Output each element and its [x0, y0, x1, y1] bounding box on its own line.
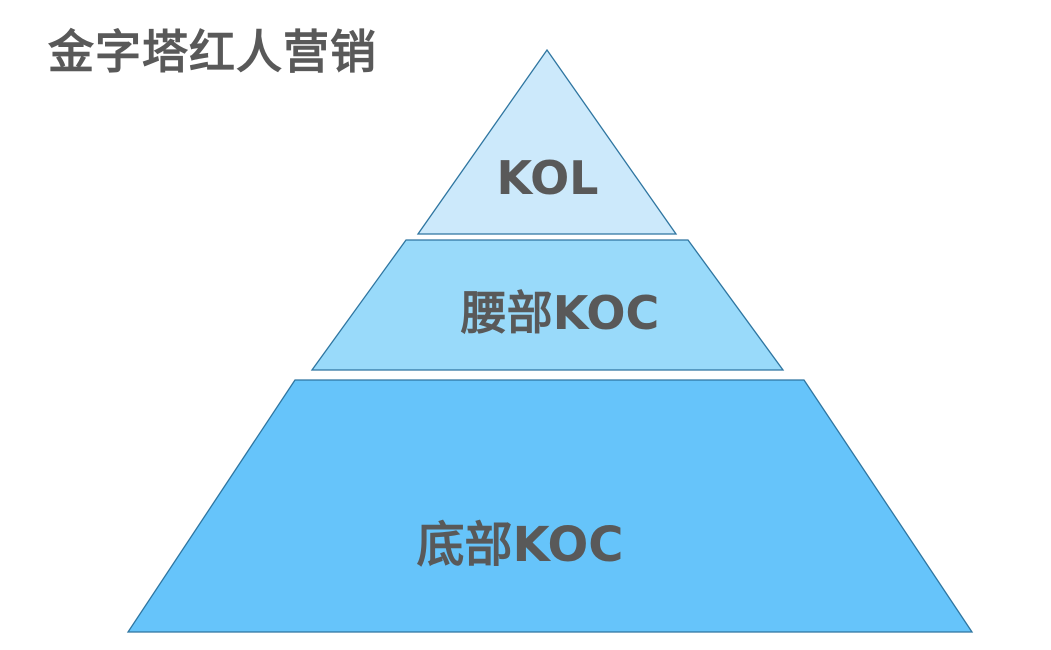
pyramid-level-top [416, 48, 678, 235]
level-label-bottom-koc: 底部KOC [416, 517, 624, 573]
pyramid-level-bottom [126, 379, 974, 633]
page-title: 金字塔红人营销 [48, 25, 377, 79]
level-label-kol: KOL [496, 151, 599, 205]
pyramid-level-middle [310, 239, 785, 371]
level-label-waist-koc: 腰部KOC [460, 286, 660, 340]
